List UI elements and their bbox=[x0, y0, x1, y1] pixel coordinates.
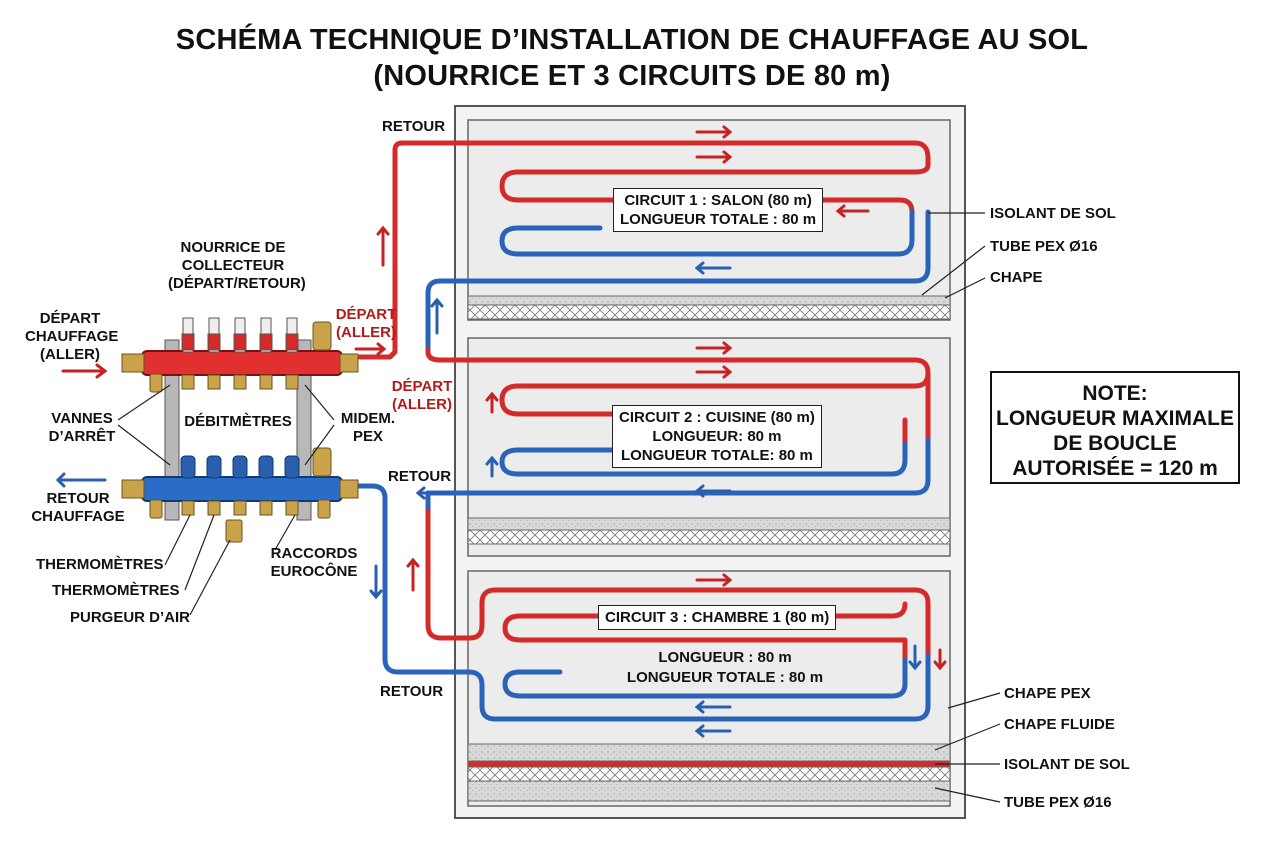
note-line: AUTORISÉE = 120 m bbox=[1012, 457, 1218, 480]
return-pipe bbox=[425, 209, 931, 353]
circuit-1-info: CIRCUIT 1 : SALON (80 m) LONGUEUR TOTALE… bbox=[613, 188, 824, 232]
manifold-title-line: (DÉPART/RETOUR) bbox=[168, 275, 306, 292]
circuit-2-pipes bbox=[425, 347, 931, 496]
purgeur-label: PURGEUR D’AIR bbox=[70, 609, 191, 626]
manifold-title-line: NOURRICE DE bbox=[180, 239, 286, 256]
return-loop bbox=[425, 437, 931, 496]
base-layer bbox=[467, 780, 951, 802]
layer-leader-lines bbox=[921, 212, 1001, 803]
supply-pipe bbox=[425, 504, 931, 659]
label-line: CHAUFFAGE bbox=[25, 328, 119, 345]
return-loop-inner bbox=[499, 437, 908, 477]
circuit-line: LONGUEUR TOTALE : 80 m bbox=[620, 211, 817, 228]
circuit-3-header: CIRCUIT 3 : CHAMBRE 1 (80 m) bbox=[598, 605, 837, 630]
vannes-label: VANNES D’ARRÊT bbox=[42, 410, 122, 446]
supply-pipe bbox=[357, 140, 931, 360]
retour-top-label: RETOUR bbox=[382, 118, 446, 135]
flow-arrows bbox=[55, 125, 947, 738]
label-line: D’ARRÊT bbox=[48, 428, 116, 445]
insulation-layer bbox=[467, 529, 951, 545]
tube-pex-label-2: TUBE PEX Ø16 bbox=[1004, 794, 1112, 811]
midem-label: MIDEM. PEX bbox=[330, 410, 406, 446]
label-line: RACCORDS bbox=[270, 545, 358, 562]
supply-manifold-bar bbox=[141, 350, 343, 376]
insulation-layer bbox=[467, 304, 951, 320]
label-line: (ALLER) bbox=[40, 346, 100, 363]
circuit-line: LONGUEUR TOTALE: 80 m bbox=[620, 447, 813, 464]
label-line: (ALLER) bbox=[336, 324, 396, 341]
isolant-label: ISOLANT DE SOL bbox=[990, 205, 1116, 222]
screed-layer bbox=[467, 295, 951, 306]
circuit-line: LONGUEUR TOTALE : 80 m bbox=[626, 669, 824, 686]
insulation-layer-base bbox=[467, 766, 951, 782]
supply-loop bbox=[502, 601, 908, 663]
retour-bottom-label: RETOUR bbox=[380, 683, 444, 700]
flowmeters bbox=[181, 317, 299, 353]
eurocone-outlets bbox=[181, 374, 299, 516]
diagram-title-line-2: (NOURRICE ET 3 CIRCUITS DE 80 m) bbox=[373, 60, 891, 92]
circuit-3-info: LONGUEUR : 80 m LONGUEUR TOTALE : 80 m bbox=[620, 648, 830, 688]
screed-layer bbox=[467, 517, 951, 531]
isolant-label-2: ISOLANT DE SOL bbox=[1004, 756, 1130, 773]
label-line: (ALLER) bbox=[392, 396, 452, 413]
depart-chauffage-label: DÉPART CHAUFFAGE (ALLER) bbox=[25, 310, 119, 364]
fluid-screed-layer bbox=[467, 743, 951, 762]
manifold-assembly bbox=[117, 317, 359, 616]
label-line: DÉPART bbox=[39, 310, 101, 327]
label-line: DÉPART bbox=[335, 306, 397, 323]
thermometres-label-1: THERMOMÈTRES bbox=[36, 556, 164, 573]
chape-fluide-label: CHAPE FLUIDE bbox=[1004, 716, 1115, 733]
circuit-3-pipes bbox=[327, 483, 931, 722]
return-loop bbox=[499, 209, 915, 257]
mounting-bracket bbox=[296, 339, 312, 521]
note-box: NOTE: LONGUEUR MAXIMALE DE BOUCLE AUTORI… bbox=[990, 371, 1240, 484]
tube-pex-label: TUBE PEX Ø16 bbox=[990, 238, 1098, 255]
debitmetres-label: DÉBITMÈTRES bbox=[184, 413, 292, 430]
label-line: CHAUFFAGE bbox=[31, 508, 125, 525]
thermometres-label-2: THERMOMÈTRES bbox=[52, 582, 180, 599]
valve-caps bbox=[180, 455, 300, 479]
retour-chauffage-label: RETOUR CHAUFFAGE bbox=[26, 490, 130, 526]
label-line: DÉPART bbox=[391, 378, 453, 395]
supply-pipe bbox=[425, 347, 931, 443]
air-vents bbox=[149, 321, 332, 543]
label-line: VANNES bbox=[51, 410, 113, 427]
label-line: MIDEM. bbox=[340, 410, 396, 427]
chape-label: CHAPE bbox=[990, 269, 1043, 286]
depart-aller-label-2: DÉPART (ALLER) bbox=[386, 378, 458, 414]
manifold-title: NOURRICE DE COLLECTEUR (DÉPART/RETOUR) bbox=[168, 239, 306, 293]
label-line: EUROCÔNE bbox=[270, 563, 358, 580]
circuit-line: CIRCUIT 2 : CUISINE (80 m) bbox=[619, 409, 815, 426]
raccords-label: RACCORDS EUROCÔNE bbox=[262, 545, 366, 581]
circuit-2-info: CIRCUIT 2 : CUISINE (80 m) LONGUEUR: 80 … bbox=[612, 405, 822, 468]
circuit-line: CIRCUIT 1 : SALON (80 m) bbox=[624, 192, 812, 209]
diagram-title-line-1: SCHÉMA TECHNIQUE D’INSTALLATION DE CHAUF… bbox=[175, 24, 1089, 56]
depart-aller-label-1: DÉPART (ALLER) bbox=[330, 306, 402, 342]
note-line: NOTE: bbox=[1082, 382, 1148, 405]
manifold-title-line: COLLECTEUR bbox=[181, 257, 285, 274]
mounting-bracket bbox=[164, 339, 180, 521]
label-line: RETOUR bbox=[46, 490, 110, 507]
manifold-leader-lines bbox=[117, 384, 335, 616]
note-line: DE BOUCLE bbox=[1053, 432, 1177, 455]
supply-loop bbox=[499, 370, 931, 417]
insulation-layer bbox=[467, 760, 951, 768]
label-line: PEX bbox=[352, 428, 383, 445]
circuit-line: LONGUEUR: 80 m bbox=[652, 428, 782, 445]
return-loop-inner bbox=[502, 657, 908, 699]
return-loop bbox=[327, 483, 931, 722]
retour-mid-label: RETOUR bbox=[388, 468, 452, 485]
circuit-line: LONGUEUR : 80 m bbox=[658, 649, 792, 666]
chape-pex-label: CHAPE PEX bbox=[1004, 685, 1091, 702]
note-line: LONGUEUR MAXIMALE bbox=[996, 407, 1234, 430]
return-manifold-bar bbox=[141, 476, 343, 502]
circuit-1-pipes bbox=[357, 140, 931, 360]
